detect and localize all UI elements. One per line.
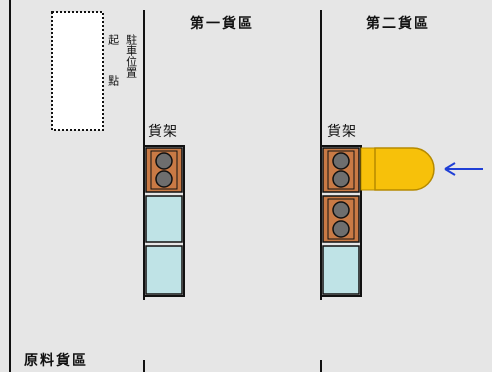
zone2-crate-2-barrel-bottom	[332, 220, 350, 238]
agv-vehicle	[360, 147, 435, 191]
zone1-empty-slot-2	[145, 245, 183, 295]
zone1-rack-label: 貨架	[148, 124, 178, 140]
zone1-rack	[143, 145, 185, 297]
zone2-crate-1-barrel-bottom	[332, 170, 350, 188]
zone2-title: 第二貨區	[366, 16, 430, 32]
start-point-label: 起點	[106, 34, 120, 116]
zone1-barrel-bottom	[155, 170, 173, 188]
direction-arrow	[444, 162, 483, 176]
zone2-crate-2-inner	[327, 198, 355, 240]
zone1-rack-frame	[143, 145, 185, 297]
zone2-rack-frame	[320, 145, 362, 297]
zone2-crate-1-barrel-top	[332, 152, 350, 170]
zone2-rack	[320, 145, 362, 297]
zone1-title: 第一貨區	[190, 16, 254, 32]
zone1-crate-inner	[150, 150, 178, 190]
parking-spot	[51, 11, 104, 131]
zone2-crate-1-inner	[327, 150, 355, 190]
raw-material-zone-title: 原料貨區	[24, 353, 88, 369]
arrow-head	[444, 162, 456, 176]
zone2-rack-label: 貨架	[327, 124, 357, 140]
agv-fork	[360, 147, 376, 191]
zone2-empty-slot	[322, 245, 360, 295]
agv-body	[374, 147, 435, 191]
zone1-empty-slot-1	[145, 195, 183, 243]
parking-label: 駐車位置	[124, 34, 138, 78]
zone1-barrel-top	[155, 152, 173, 170]
zone2-crate-2-barrel-top	[332, 201, 350, 219]
